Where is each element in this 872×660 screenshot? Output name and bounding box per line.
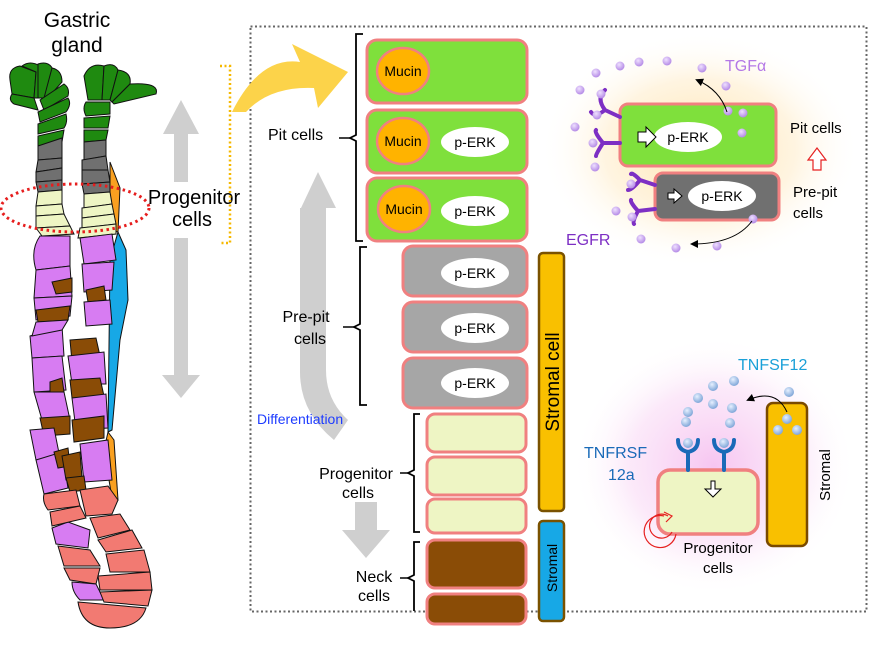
neck-cell-1	[425, 538, 528, 590]
differentiation-arrow-head-icon	[342, 530, 390, 558]
stromal-blue-bar	[537, 519, 566, 623]
egfr-receptor-icon	[593, 128, 622, 158]
tgfa-secretion-arrow	[695, 78, 728, 113]
egfr-prepit-perk-nucleus	[688, 181, 756, 211]
zoom-bracket	[220, 64, 232, 245]
tnf-panel-glow	[572, 336, 856, 596]
egfr-pit-perk-nucleus	[654, 122, 722, 152]
tnf-panel: Stromal TNFSF12 TNFRSF 12a Progenitor ce…	[584, 357, 834, 577]
differentiation-curved-arrow	[300, 172, 348, 440]
pit-cells-label: Pit cells	[268, 127, 323, 144]
perk-label-2: p-ERK	[454, 203, 496, 219]
egfr-prepit-perk-label: p-ERK	[701, 188, 743, 204]
signal-down-arrow-icon	[703, 480, 723, 498]
zoom-arrow-icon	[232, 44, 348, 112]
tnfsf12-secretion-arrow	[746, 393, 788, 413]
differentiation-arrow-stem	[355, 502, 377, 532]
gland-parietal-neck-cells	[29, 233, 117, 495]
tnfrsf12a-label-line2: 12a	[608, 467, 635, 484]
tnfrsf12a-receptor-icon	[712, 438, 736, 472]
tnfsf12-label: TNFSF12	[738, 357, 807, 374]
gland-title-line1: Gastric	[44, 9, 111, 32]
perk-label-5: p-ERK	[454, 375, 496, 391]
perk-nucleus-2	[441, 196, 509, 226]
mucin-label-1: Mucin	[384, 63, 421, 79]
prepit-label-line2: cells	[294, 331, 326, 348]
mucin-label-3: Mucin	[385, 201, 422, 217]
gland-chief-cells	[43, 485, 153, 629]
tnfrsf12a-receptors	[676, 438, 736, 472]
gland-progenitor-label-line2: cells	[172, 209, 212, 231]
tnfrsf12a-label-line1: TNFRSF	[584, 445, 647, 462]
prepit-cells-bracket	[351, 246, 367, 406]
tgfa-label: TGFα	[725, 58, 766, 75]
pit-cells-bracket	[347, 33, 363, 242]
gland-pit-cells	[9, 62, 157, 147]
prepit-cells-group: p-ERK p-ERK p-ERK	[401, 244, 529, 410]
neck-cell-2	[425, 592, 528, 626]
tnf-progenitor-cell	[656, 468, 760, 536]
tnf-progenitor-label-line1: Progenitor	[683, 540, 752, 557]
gland-progenitor-cells	[35, 189, 117, 239]
perk-nucleus-3	[441, 258, 509, 288]
tnf-stromal-label: Stromal	[817, 449, 834, 501]
egfr-label: EGFR	[566, 232, 610, 249]
tnfrsf12a-receptor-icon	[676, 438, 700, 472]
mucin-granule-3	[376, 184, 432, 234]
perk-nucleus-5	[441, 368, 509, 398]
mucin-granule-1	[375, 46, 431, 96]
perk-nucleus-1	[441, 127, 509, 157]
self-renewal-icon	[643, 511, 677, 549]
pit-cells-group: Mucin Mucin p-ERK Mucin p-ERK	[365, 38, 529, 243]
gland-progenitor-label-line1: Progenitor	[148, 187, 241, 209]
tgfa-release-arrow	[690, 220, 753, 248]
stromal-cell-bar	[537, 251, 566, 513]
arrow-up-icon	[163, 100, 199, 182]
perk-nucleus-4	[441, 313, 509, 343]
progenitor-label-line2: cells	[342, 485, 374, 502]
mucin-label-2: Mucin	[384, 133, 421, 149]
egfr-prepit-label-line2: cells	[793, 205, 823, 222]
progenitor-highlight-ellipse	[0, 182, 151, 234]
progenitor-bracket	[405, 413, 420, 533]
neck-label-line1: Neck	[356, 569, 393, 586]
prepit-label-line1: Pre-pit	[282, 309, 330, 326]
egfr-panel: p-ERK p-ERK TGFα EGFR Pit cells	[566, 56, 842, 253]
progenitor-cell-3	[425, 497, 528, 535]
progenitor-cell-2	[425, 455, 528, 497]
stromal-blue-label: Stromal	[544, 544, 560, 592]
progenitor-cells-group	[425, 412, 528, 535]
gland-title-line2: gland	[51, 34, 102, 57]
perk-label-3: p-ERK	[454, 265, 496, 281]
egfr-prepit-label-line1: Pre-pit	[793, 184, 838, 201]
differentiation-double-arrow	[162, 100, 200, 398]
arrow-down-icon	[162, 238, 200, 398]
up-arrow-icon	[806, 147, 828, 171]
egfr-receptors	[589, 88, 657, 226]
gastric-gland-illustration	[0, 62, 157, 629]
gland-title: Gastric gland	[44, 9, 111, 57]
neck-label-line2: cells	[358, 588, 390, 605]
egfr-pit-perk-label: p-ERK	[667, 129, 709, 145]
progenitor-label-line1: Progenitor	[319, 466, 393, 483]
gland-prepit-cells	[35, 137, 111, 195]
tnf-stromal-cell	[765, 401, 809, 548]
perk-label-1: p-ERK	[454, 134, 496, 150]
tnfsf12-ligands	[681, 376, 802, 448]
egfr-pit-label: Pit cells	[790, 120, 842, 137]
neck-bracket	[405, 541, 420, 611]
neck-cells-group	[425, 538, 528, 626]
signal-arrow-small-icon	[667, 187, 683, 205]
perk-label-4: p-ERK	[454, 320, 496, 336]
tgfa-ligands	[570, 56, 758, 253]
signal-arrow-icon	[637, 125, 657, 149]
differentiation-label: Differentiation	[257, 411, 343, 427]
mucin-granule-2	[375, 116, 431, 166]
progenitor-cell-1	[425, 412, 528, 454]
stromal-cell-label: Stromal cell	[543, 332, 564, 431]
tnf-progenitor-label-line2: cells	[703, 560, 733, 577]
